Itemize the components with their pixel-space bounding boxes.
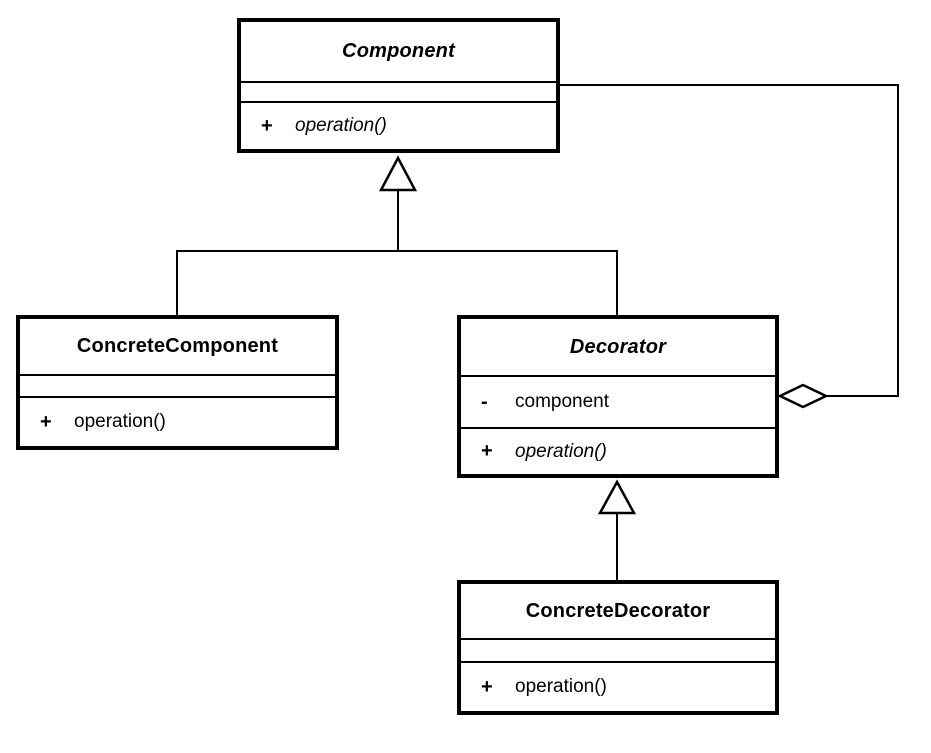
visibility-symbol: + — [481, 675, 493, 698]
class-name-component: Component — [342, 40, 455, 62]
operations-section-concrete-component: + operation() — [20, 396, 335, 446]
attribute-row: - component — [461, 377, 775, 427]
inheritance-triangle-icon — [378, 155, 418, 192]
operation-row: + operation() — [20, 398, 335, 446]
operation-signature: operation() — [515, 440, 607, 462]
attribute-name: component — [515, 391, 610, 412]
generalization-branch-line — [176, 250, 618, 315]
operation-signature: operation() — [515, 676, 607, 697]
inheritance-triangle-icon-2 — [597, 479, 637, 515]
visibility-symbol: + — [481, 440, 493, 462]
visibility-symbol: + — [261, 114, 273, 137]
operation-row: + operation() — [461, 429, 775, 474]
class-box-concrete-component: ConcreteComponent + operation() — [16, 315, 339, 450]
attributes-section-decorator: - component — [461, 375, 775, 427]
attributes-section-concrete-decorator — [461, 638, 775, 661]
class-name-decorator: Decorator — [569, 335, 667, 358]
attributes-section-component — [241, 81, 556, 101]
visibility-symbol: - — [481, 390, 488, 413]
operation-signature: operation() — [74, 411, 166, 432]
operations-section-decorator: + operation() — [461, 427, 775, 474]
operations-section-component: + operation() — [241, 101, 556, 149]
aggregation-diamond-icon — [777, 383, 829, 409]
class-name-concrete-decorator: ConcreteDecorator — [525, 599, 711, 622]
class-box-decorator: Decorator - component + operation() — [457, 315, 779, 478]
operation-row: + operation() — [461, 663, 775, 711]
visibility-symbol: + — [40, 410, 52, 433]
class-name-concrete-component: ConcreteComponent — [76, 335, 279, 357]
operations-section-concrete-decorator: + operation() — [461, 661, 775, 711]
operation-signature: operation() — [295, 115, 387, 136]
class-box-concrete-decorator: ConcreteDecorator + operation() — [457, 580, 779, 715]
operation-row: + operation() — [241, 103, 556, 149]
aggregation-connector-line — [560, 84, 899, 397]
class-box-component: Component + operation() — [237, 18, 560, 153]
attributes-section-concrete-component — [20, 374, 335, 396]
